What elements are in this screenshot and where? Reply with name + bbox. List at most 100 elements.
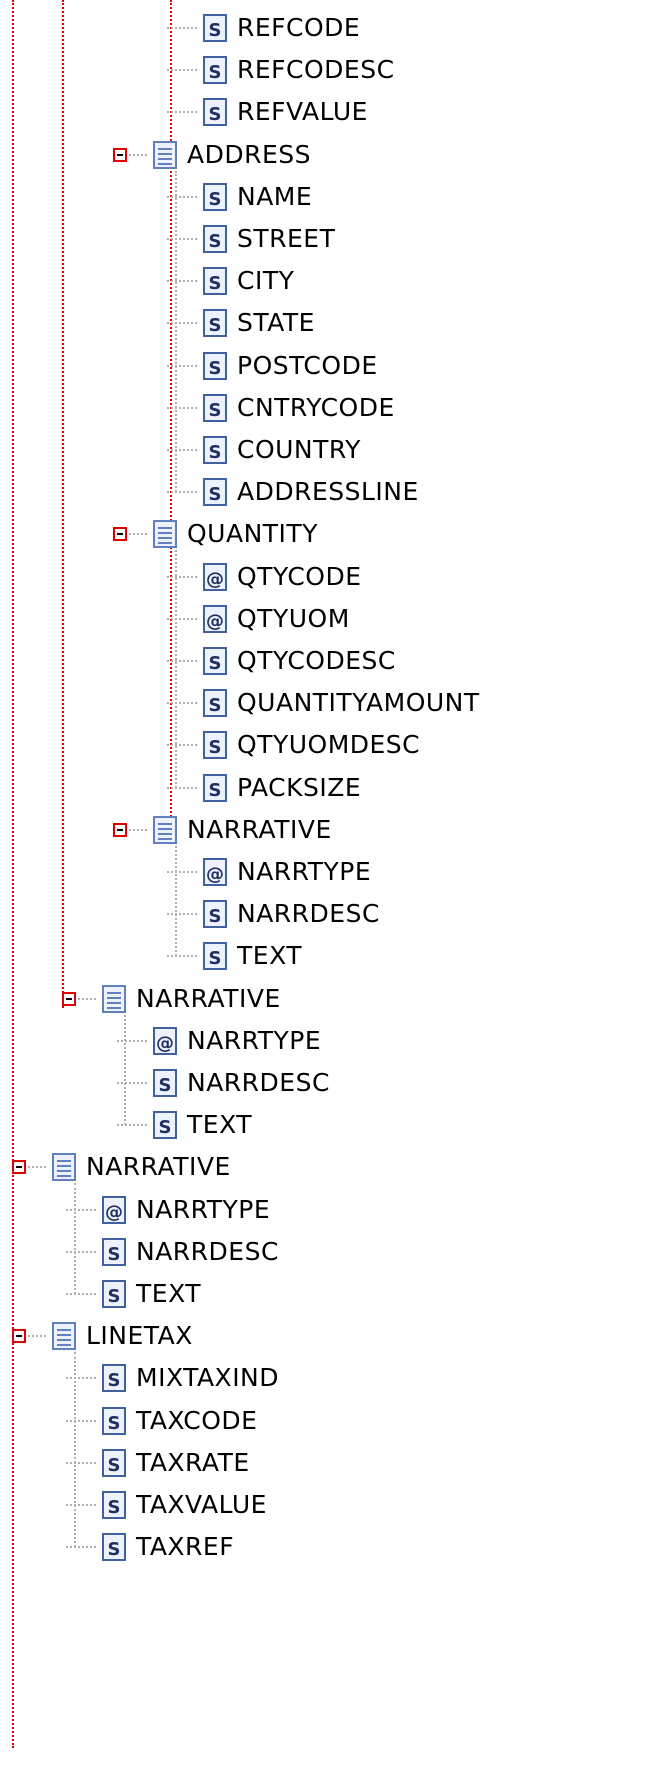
- collapse-toggle[interactable]: [113, 822, 127, 837]
- collapse-toggle[interactable]: [62, 991, 76, 1006]
- svg-text:S: S: [209, 400, 222, 421]
- tree-connector: [66, 1461, 96, 1464]
- tree-connector: [78, 997, 96, 1000]
- simple-element-icon: S: [100, 1237, 128, 1266]
- tree-connector: [28, 1335, 46, 1338]
- tree-node-label[interactable]: NARRDESC: [187, 1068, 330, 1097]
- simple-element-icon: S: [201, 942, 229, 971]
- tree-connector: [167, 195, 197, 198]
- svg-text:S: S: [209, 695, 222, 716]
- svg-text:S: S: [108, 1539, 121, 1560]
- tree-node-label[interactable]: QUANTITYAMOUNT: [237, 688, 480, 718]
- tree-node-label[interactable]: TEXT: [136, 1279, 202, 1308]
- tree-node-label[interactable]: POSTCODE: [237, 350, 378, 380]
- svg-text:S: S: [108, 1286, 121, 1307]
- tree-node-label[interactable]: TAXREF: [136, 1532, 235, 1562]
- tree-node-label[interactable]: NARRDESC: [136, 1236, 279, 1266]
- tree-node-label[interactable]: STREET: [237, 224, 336, 253]
- tree-connector: [129, 828, 147, 831]
- tree-node-label[interactable]: ADDRESSLINE: [237, 477, 419, 507]
- tree-node-label[interactable]: QUANTITY: [187, 519, 318, 549]
- tree-connector: [167, 491, 197, 494]
- collapse-toggle[interactable]: [12, 1329, 26, 1344]
- svg-text:S: S: [108, 1455, 121, 1476]
- tree-node-label[interactable]: COUNTRY: [237, 435, 361, 464]
- svg-text:S: S: [209, 948, 222, 969]
- tree-node-label[interactable]: CNTRYCODE: [237, 392, 395, 422]
- simple-element-icon: S: [201, 14, 229, 42]
- tree-node-label[interactable]: NARRATIVE: [136, 983, 281, 1013]
- tree-connector: [167, 660, 197, 662]
- tree-node-label[interactable]: NAME: [237, 181, 313, 211]
- tree-connector: [167, 913, 197, 916]
- tree-connector: [66, 1546, 96, 1549]
- simple-element-icon: S: [151, 1069, 179, 1097]
- tree-node-label[interactable]: CITY: [237, 266, 295, 296]
- simple-element-icon: S: [151, 1111, 179, 1140]
- tree-connector: [167, 871, 197, 873]
- tree-node-label[interactable]: NARRATIVE: [86, 1152, 231, 1182]
- svg-text:S: S: [209, 189, 222, 210]
- tree-node-label[interactable]: TAXCODE: [136, 1405, 258, 1435]
- attribute-icon: @: [201, 562, 229, 591]
- simple-element-icon: S: [201, 309, 229, 338]
- element-icon: [151, 815, 179, 844]
- tree-connector: [167, 744, 197, 747]
- simple-element-icon: S: [201, 773, 229, 802]
- tree-node-label[interactable]: LINETAX: [86, 1321, 193, 1351]
- attribute-icon: @: [201, 858, 229, 886]
- svg-text:S: S: [159, 1075, 172, 1096]
- tree-connector: [167, 322, 197, 325]
- tree-node-label[interactable]: NARRTYPE: [136, 1194, 271, 1224]
- tree-connector: [167, 575, 197, 578]
- tree-node-label[interactable]: REFVALUE: [237, 97, 368, 127]
- tree-connector: [167, 786, 197, 789]
- collapse-toggle[interactable]: [113, 147, 127, 162]
- tree-node-label[interactable]: QTYUOM: [237, 603, 350, 633]
- collapse-toggle[interactable]: [113, 527, 127, 542]
- tree-node-label[interactable]: NARRDESC: [237, 899, 380, 929]
- element-icon: [100, 984, 128, 1013]
- tree-node-label[interactable]: PACKSIZE: [237, 772, 362, 802]
- tree-node-label[interactable]: NARRATIVE: [187, 814, 332, 844]
- tree-connector: [167, 406, 197, 409]
- tree-connector: [167, 111, 197, 114]
- tree-connector: [167, 69, 197, 72]
- simple-element-icon: S: [201, 56, 229, 85]
- element-icon: [151, 520, 179, 549]
- tree-node-label[interactable]: REFCODESC: [237, 55, 395, 85]
- tree-node-label[interactable]: TAXVALUE: [136, 1490, 267, 1519]
- tree-connector: [74, 1352, 76, 1548]
- tree-node-label[interactable]: TEXT: [237, 941, 303, 971]
- tree-node-label[interactable]: ADDRESS: [187, 139, 312, 169]
- attribute-icon: @: [201, 604, 229, 633]
- tree-node-label[interactable]: QTYCODE: [237, 561, 362, 591]
- svg-text:S: S: [209, 484, 222, 505]
- element-icon: [151, 140, 179, 169]
- tree-connector: [167, 238, 197, 240]
- tree-node-label[interactable]: REFCODE: [237, 13, 361, 42]
- simple-element-icon: S: [100, 1406, 128, 1435]
- tree-node-label[interactable]: STATE: [237, 308, 315, 338]
- simple-element-icon: S: [201, 98, 229, 127]
- svg-text:S: S: [108, 1244, 121, 1265]
- svg-text:S: S: [209, 442, 222, 463]
- collapse-toggle[interactable]: [12, 1160, 26, 1175]
- tree-guide-line: [170, 0, 172, 840]
- tree-connector: [167, 364, 197, 367]
- tree-connector: [66, 1293, 96, 1295]
- svg-text:S: S: [209, 62, 222, 83]
- simple-element-icon: S: [201, 478, 229, 507]
- tree-node-label[interactable]: NARRTYPE: [187, 1025, 322, 1055]
- tree-node-label[interactable]: QTYUOMDESC: [237, 730, 421, 760]
- tree-node-label[interactable]: NARRTYPE: [237, 857, 372, 886]
- tree-node-label[interactable]: TAXRATE: [136, 1447, 250, 1477]
- tree-connector: [167, 702, 197, 705]
- tree-guide-line: [62, 0, 64, 1008]
- element-icon: [50, 1322, 78, 1351]
- tree-node-label[interactable]: MIXTAXIND: [136, 1363, 280, 1393]
- tree-node-label[interactable]: TEXT: [187, 1110, 253, 1140]
- svg-text:S: S: [108, 1413, 121, 1434]
- tree-node-label[interactable]: QTYCODESC: [237, 646, 396, 675]
